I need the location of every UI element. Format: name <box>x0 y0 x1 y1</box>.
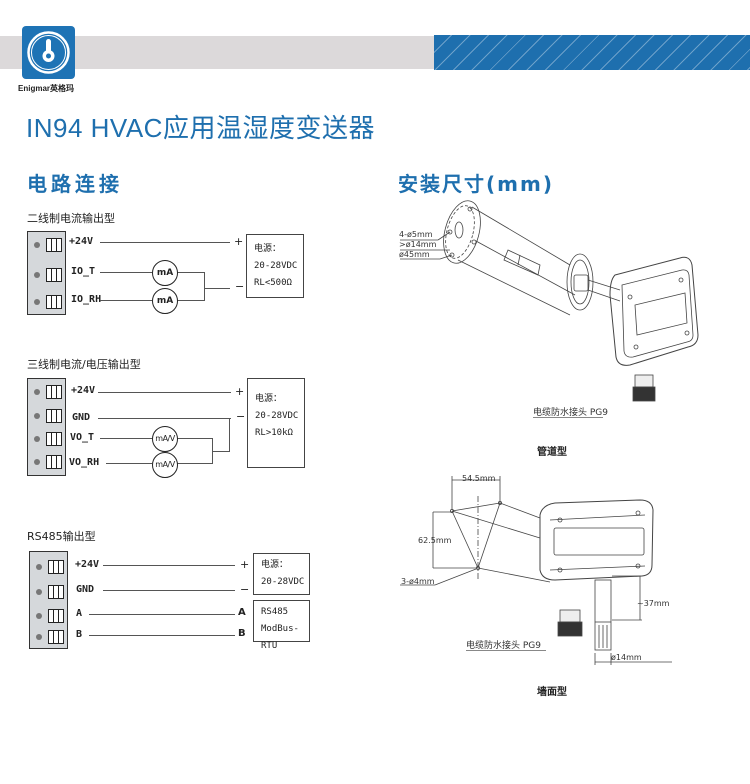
wire <box>176 463 212 464</box>
ammeter: mA <box>152 260 178 286</box>
gland-label: 电缆防水接头 PG9 <box>533 408 608 418</box>
power-supply-box: 电源： 20-28VDC <box>253 553 310 595</box>
wire <box>103 590 235 591</box>
dimension-label: 62.5mm <box>418 536 452 545</box>
terminal-label: +24V <box>71 385 96 396</box>
meter: mA/V <box>152 452 178 478</box>
wire <box>89 635 235 636</box>
leader-line <box>466 650 546 651</box>
wire <box>98 418 231 419</box>
terminal-label: B <box>76 629 83 640</box>
header-banner-blue <box>434 35 750 70</box>
duct-type-drawing <box>400 200 699 402</box>
wire <box>204 272 205 301</box>
wire <box>106 463 152 464</box>
terminal-label: VO_T <box>70 432 95 443</box>
terminal-label: IO_T <box>71 266 96 277</box>
wire <box>89 614 235 615</box>
leader-line <box>533 417 603 418</box>
brand-name: Enigmar英格玛 <box>18 84 75 93</box>
gland-label: 电缆防水接头 PG9 <box>466 641 541 651</box>
diagram-subtitle: RS485输出型 <box>27 530 96 543</box>
dimension-label: >ø14mm <box>399 240 437 249</box>
dimension-label: 3-ø4mm <box>401 577 435 586</box>
minus-sign: − <box>236 410 246 423</box>
dimension-label: 4-ø5mm <box>399 230 433 239</box>
wire <box>103 565 235 566</box>
wire <box>100 242 230 243</box>
terminal-label: +24V <box>69 236 94 247</box>
dimension-label: ~37mm <box>637 599 670 608</box>
page-title: IN94 HVAC应用温湿度变送器 <box>26 113 375 143</box>
power-knob-icon <box>27 31 70 74</box>
plus-sign: + <box>234 235 244 248</box>
minus-sign: − <box>235 280 245 293</box>
dimension-label: ø14mm <box>611 653 642 662</box>
install-section-title: 安装尺寸(mm) <box>398 172 554 196</box>
terminal-block <box>27 231 66 315</box>
power-supply-box: 电源： 20-28VDC RL<500Ω <box>246 234 304 298</box>
terminal-label: GND <box>76 584 95 595</box>
wire <box>204 288 230 289</box>
terminal-label: IO_RH <box>71 294 102 305</box>
ammeter: mA <box>152 288 178 314</box>
power-supply-box: 电源： 20-28VDC RL>10kΩ <box>247 378 305 468</box>
wire <box>100 300 152 301</box>
terminal-label: GND <box>72 412 91 423</box>
dimension-label: ø45mm <box>399 250 430 259</box>
terminal-block <box>29 551 68 649</box>
duct-type-caption: 管道型 <box>537 447 567 458</box>
wire <box>176 438 212 439</box>
wire <box>176 300 204 301</box>
diagram-subtitle: 二线制电流输出型 <box>27 212 115 225</box>
wire <box>176 272 204 273</box>
terminal-b-label: B <box>238 628 246 639</box>
minus-sign: − <box>240 583 250 596</box>
meter: mA/V <box>152 426 178 452</box>
wire <box>100 438 152 439</box>
dimension-label: 54.5mm <box>462 474 496 483</box>
plus-sign: + <box>235 385 245 398</box>
terminal-label: VO_RH <box>69 457 100 468</box>
wall-type-drawing <box>400 476 672 665</box>
wiring-section-title: 电路连接 <box>27 172 123 196</box>
wire <box>212 451 229 452</box>
terminal-block <box>27 378 66 476</box>
wire <box>229 418 230 452</box>
brand-logo <box>22 26 75 79</box>
plus-sign: + <box>240 558 250 571</box>
rs485-box: RS485 ModBus-RTU <box>253 600 310 651</box>
diagram-subtitle: 三线制电流/电压输出型 <box>27 358 141 371</box>
wall-type-caption: 墙面型 <box>537 687 567 698</box>
terminal-a-label: A <box>238 607 246 618</box>
wire <box>98 392 231 393</box>
terminal-label: A <box>76 608 83 619</box>
terminal-label: +24V <box>75 559 100 570</box>
wire <box>100 272 152 273</box>
